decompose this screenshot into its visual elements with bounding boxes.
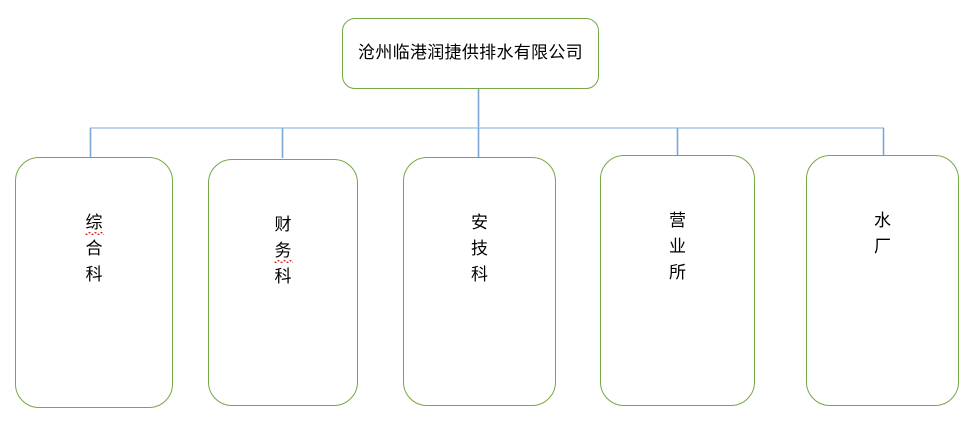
org-node-child-3-char-3: 科 [471, 265, 488, 285]
org-node-child-4-text: 营 业 所 [601, 208, 754, 286]
org-node-child-3-char-2: 技 [471, 239, 488, 259]
org-node-child-2-char-3: 科 [274, 267, 292, 287]
org-node-child-3-char-1: 安 [471, 213, 488, 233]
org-node-child-4-char-2: 业 [669, 237, 686, 257]
org-node-child-5[interactable]: 水 厂 [806, 155, 959, 406]
org-node-child-1-char-1: 综 [84, 210, 104, 236]
org-node-child-2-char-2: 务 [273, 238, 293, 264]
org-node-child-1-char-3: 科 [85, 265, 103, 285]
org-node-child-2[interactable]: 财 务 科 [208, 159, 358, 406]
org-node-root-label: 沧州临港润捷供排水有限公司 [358, 43, 583, 64]
org-node-child-1-text: 综 合 科 [16, 210, 172, 288]
org-node-root[interactable]: 沧州临港润捷供排水有限公司 [342, 18, 599, 89]
org-node-child-5-char-2: 厂 [874, 237, 891, 257]
org-node-child-3-text: 安 技 科 [404, 210, 555, 288]
org-node-child-1-char-2: 合 [85, 239, 103, 259]
org-node-child-4-char-1: 营 [669, 211, 686, 231]
org-node-child-4[interactable]: 营 业 所 [600, 155, 755, 406]
org-node-child-3[interactable]: 安 技 科 [403, 157, 556, 406]
org-node-child-4-char-3: 所 [669, 263, 686, 283]
org-node-child-2-text: 财 务 科 [209, 212, 357, 290]
org-node-child-1[interactable]: 综 合 科 [15, 157, 173, 408]
org-node-child-2-char-1: 财 [274, 215, 292, 235]
org-node-child-5-char-1: 水 [874, 211, 891, 231]
org-node-child-5-text: 水 厂 [807, 208, 958, 260]
